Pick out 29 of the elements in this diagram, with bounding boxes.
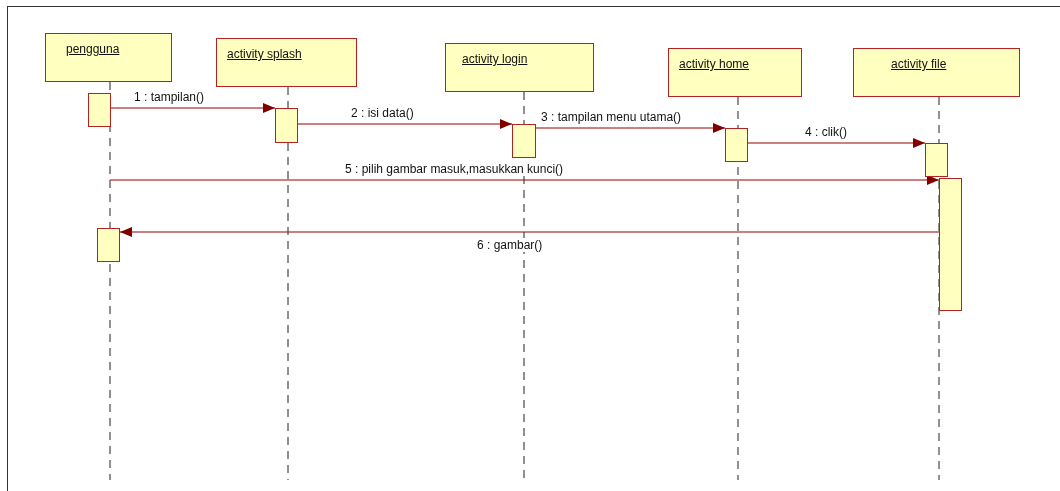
message-arrow [109, 175, 940, 185]
message-arrow [535, 123, 726, 133]
activation-bar [939, 178, 962, 311]
message-arrow [297, 119, 513, 129]
edge-label: 1 : tampilan() [133, 90, 206, 104]
activation-bar [925, 143, 948, 177]
edge-label: 4 : clik() [804, 125, 848, 139]
activation-bar [88, 93, 111, 127]
object-name: activity home [679, 56, 750, 73]
object-box [853, 48, 1020, 97]
message-arrow [110, 103, 276, 113]
activation-bar [97, 228, 120, 262]
object-name: activity splash [227, 46, 302, 63]
activation-bar [512, 124, 536, 158]
edge-label: 3 : tampilan menu utama() [540, 110, 683, 124]
object-box [216, 38, 357, 87]
activation-bar [725, 128, 748, 162]
edge-label: 2 : isi data() [350, 106, 415, 120]
object-box [45, 33, 172, 82]
object-box [445, 43, 594, 92]
object-name: pengguna [66, 41, 120, 58]
message-arrow [119, 227, 940, 237]
edge-label: 6 : gambar() [476, 238, 544, 252]
message-arrow [747, 138, 926, 148]
object-name: activity login [462, 51, 528, 68]
edge-label: 5 : pilih gambar masuk,masukkan kunci() [344, 162, 565, 176]
object-box [668, 48, 802, 97]
activation-bar [275, 108, 298, 143]
object-name: activity file [891, 56, 947, 73]
